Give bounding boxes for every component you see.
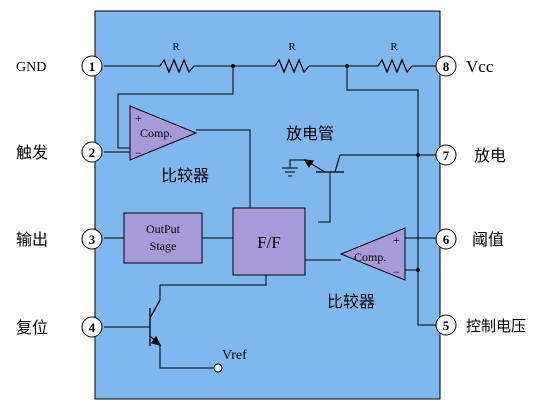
pin-label: Vcc	[466, 57, 494, 76]
reset-transistor	[149, 299, 162, 346]
wiring	[104, 65, 436, 369]
resistor-1: R	[159, 41, 195, 74]
pin-label: 触发	[16, 143, 48, 162]
pin-8: 8 Vcc	[435, 55, 494, 77]
resistor-2: R	[274, 41, 310, 74]
pin-number: 1	[89, 59, 96, 74]
flipflop: F/F	[232, 207, 306, 276]
pin-label: 放电	[474, 146, 506, 165]
pin-number: 4	[89, 320, 96, 335]
resistor-3: R	[377, 41, 413, 74]
pin-label: 控制电压	[466, 317, 526, 335]
discharge-label: 放电管	[286, 124, 334, 143]
resistor-label: R	[390, 41, 398, 53]
pin-number: 7	[443, 148, 450, 163]
pin-number: 2	[89, 145, 96, 160]
ground-icon	[282, 167, 298, 177]
comparator-bottom-label: Comp.	[354, 250, 386, 264]
pin-1: 1 GND	[16, 55, 103, 77]
comparator-top-minus: −	[135, 146, 142, 160]
pin-label: 输出	[16, 230, 48, 249]
output-stage: OutPut Stage	[123, 212, 203, 264]
resistor-label: R	[172, 41, 180, 53]
discharge-transistor	[303, 154, 344, 173]
comparator-bottom-caption: 比较器	[327, 292, 375, 311]
comparator-top-caption: 比较器	[161, 166, 209, 185]
pin-7: 7 放电	[435, 144, 506, 166]
comparator-top: + Comp. − 比较器	[129, 105, 209, 185]
comparator-bottom-minus: −	[393, 265, 400, 279]
pin-4: 4 复位	[16, 316, 103, 338]
pin-label: GND	[16, 60, 46, 75]
chip-body	[94, 10, 441, 400]
pin-5: 5 控制电压	[435, 314, 526, 336]
pin-number: 3	[89, 232, 96, 247]
node-dot	[345, 64, 349, 68]
pin-number: 6	[443, 232, 450, 247]
comparator-top-plus: +	[135, 111, 142, 125]
pin-2: 2 触发	[16, 141, 103, 163]
pin-number: 8	[443, 59, 450, 74]
node-dot	[416, 153, 420, 157]
comparator-top-label: Comp.	[140, 126, 172, 140]
resistor-label: R	[288, 41, 296, 53]
comparator-bottom-plus: +	[393, 233, 400, 247]
pin-label: 复位	[16, 318, 48, 337]
output-stage-line1: OutPut	[146, 222, 181, 236]
pin-3: 3 输出	[16, 228, 103, 250]
flipflop-label: F/F	[257, 233, 281, 252]
pin-6: 6 阈值	[435, 228, 504, 250]
node-dot	[416, 268, 420, 272]
comparator-bottom: + Comp. − 比较器	[327, 227, 406, 311]
vref-terminal	[213, 363, 223, 373]
pin-number: 5	[443, 318, 450, 333]
output-stage-line2: Stage	[150, 239, 177, 253]
vref-label: Vref	[222, 348, 247, 363]
pin-label: 阈值	[472, 230, 504, 249]
node-dot	[231, 64, 235, 68]
